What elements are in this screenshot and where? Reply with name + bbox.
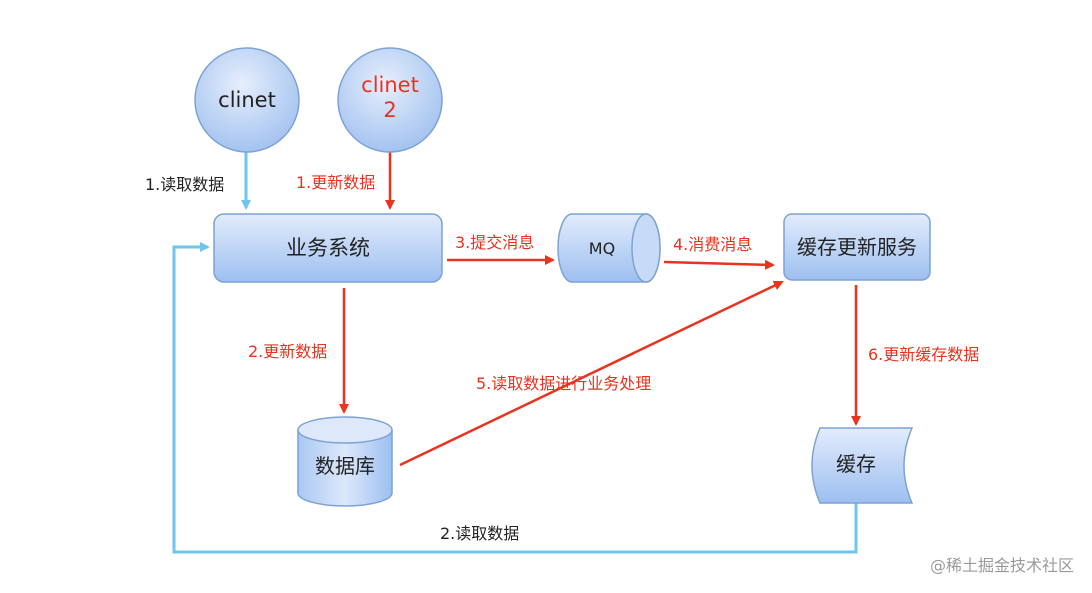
edge-label-read-data-process: 5.读取数据进行业务处理 <box>476 374 651 393</box>
cache-update-service-label: 缓存更新服务 <box>797 235 917 259</box>
watermark: @稀土掘金技术社区 <box>930 556 1074 575</box>
client-1-label: clinet <box>218 88 276 112</box>
client-1-node: clinet <box>194 47 300 153</box>
cache-label: 缓存 <box>836 452 876 476</box>
edge-label-update-data-2: 2.更新数据 <box>248 342 327 361</box>
mq-label: MQ <box>589 239 615 258</box>
edge-label-consume-message: 4.消费消息 <box>673 235 752 254</box>
arrow-cache-to-business <box>172 242 858 554</box>
database-node: 数据库 <box>297 416 393 507</box>
cache-update-service-node: 缓存更新服务 <box>783 213 931 281</box>
business-system-node: 业务系统 <box>213 213 443 283</box>
edge-label-submit-message: 3.提交消息 <box>455 233 534 252</box>
mq-node: MQ <box>557 213 661 283</box>
business-system-label: 业务系统 <box>286 236 370 260</box>
client-2-label-line1: clinet <box>361 73 419 97</box>
edge-label-read-data-1: 1.读取数据 <box>145 175 224 194</box>
client-2-label-line2: 2 <box>383 98 396 122</box>
client-2-node: clinet 2 <box>337 47 443 153</box>
cache-node: 缓存 <box>811 427 914 504</box>
arrow-mq-to-cache-service <box>663 259 775 270</box>
database-label: 数据库 <box>315 454 375 478</box>
edge-label-update-cache-data: 6.更新缓存数据 <box>868 345 979 364</box>
edge-label-read-data-2: 2.读取数据 <box>440 524 519 543</box>
arrow-database-to-cache-service <box>399 280 784 467</box>
edge-label-update-data-1: 1.更新数据 <box>296 173 375 192</box>
